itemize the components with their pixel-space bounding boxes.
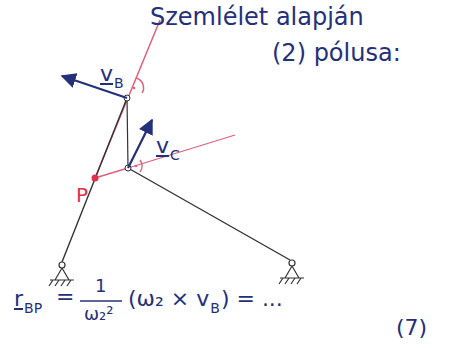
velocity-vector: [62, 76, 127, 98]
fraction-numerator: 1: [95, 276, 106, 296]
fraction-bar: [80, 300, 122, 302]
subscript: BP: [24, 301, 42, 316]
subscript: B: [210, 301, 220, 316]
crank-link: [62, 98, 127, 262]
equation-number: (7): [396, 316, 427, 340]
vector-symbol: r: [14, 287, 23, 311]
vector-symbol: v: [100, 62, 113, 86]
note-text: Szemlélet alapján: [150, 4, 364, 30]
subscript: B: [114, 76, 124, 91]
right-angle-dot: [133, 87, 136, 90]
vector-symbol: v: [156, 134, 169, 158]
note-text: (2) pólusa:: [272, 40, 401, 66]
pole-point: [92, 175, 99, 182]
velocity-vector: [128, 120, 152, 168]
rocker-link: [128, 168, 290, 260]
equals-sign: =: [56, 285, 74, 309]
formula-text: (ω₂ × v: [128, 287, 209, 311]
coupler-link: [127, 98, 128, 168]
ground-support: [279, 260, 304, 284]
right-angle-mark: [140, 160, 142, 172]
pole-line: [128, 135, 235, 168]
right-angle-dot: [135, 165, 138, 168]
fraction-denominator: ω₂²: [84, 304, 114, 324]
ground-support: [49, 262, 74, 286]
pole-line: [95, 168, 128, 178]
right-angle-mark: [136, 78, 144, 93]
subscript: C: [170, 148, 180, 163]
formula-text: ) = ...: [221, 287, 283, 311]
pole-label: P: [76, 184, 88, 206]
